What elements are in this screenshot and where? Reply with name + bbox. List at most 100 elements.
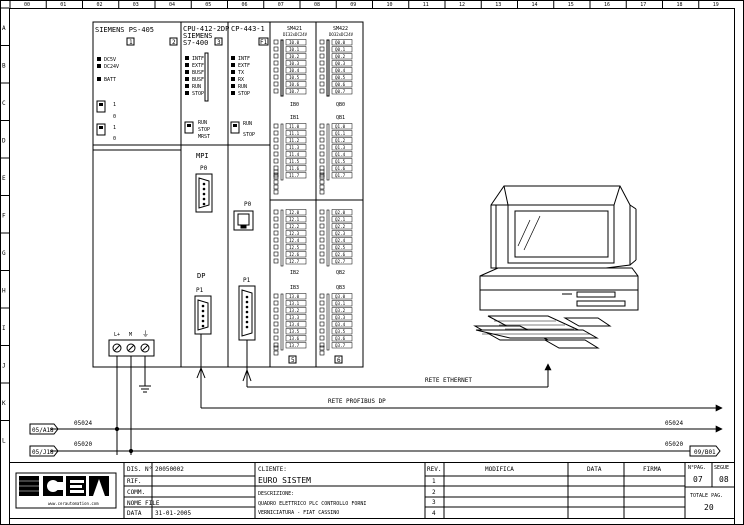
- channel-led: [273, 60, 279, 66]
- mpi-port-connector: [195, 173, 213, 213]
- channel-led: [273, 165, 279, 171]
- led-label: BUSF: [192, 77, 204, 83]
- channel-label-box: [285, 230, 307, 237]
- rev-3: 3: [432, 499, 436, 506]
- channel-label-box: [285, 223, 307, 230]
- io-channel: Q1.6: [335, 166, 346, 171]
- svg-text:RUN: RUN: [243, 121, 252, 127]
- channel-label-box: [331, 60, 353, 67]
- io-channel: I0.2: [289, 54, 300, 59]
- channel-led: [319, 130, 325, 136]
- svg-text:P1: P1: [243, 277, 251, 284]
- svg-text:DIS. N°: DIS. N°: [127, 466, 152, 473]
- channel-led: [319, 335, 325, 341]
- channel-label-box: [331, 172, 353, 179]
- channel-led: [319, 244, 325, 250]
- channel-label-box: [285, 151, 307, 158]
- channel-led: [273, 158, 279, 164]
- cpu-module: CPU-412-2DP SIEMENS S7-400 3 INTFEXTFBUS…: [181, 25, 229, 335]
- status-led: [185, 77, 189, 81]
- channel-led: [319, 321, 325, 327]
- io-channel: Q2.5: [335, 245, 346, 250]
- column-label: 17: [640, 2, 646, 8]
- dp-port-connector: [194, 295, 212, 335]
- channel-label-box: [331, 258, 353, 265]
- io-byte-label: IB3: [290, 285, 299, 291]
- channel-label-box: [331, 158, 353, 165]
- channel-label-box: [285, 130, 307, 137]
- channel-led: [273, 151, 279, 157]
- row-label: I: [2, 325, 6, 332]
- status-led: [231, 84, 235, 88]
- channel-label-box: [285, 321, 307, 328]
- wire-05020-left: 05020: [74, 441, 92, 448]
- io-channel: I2.6: [289, 252, 300, 257]
- led-label: STOP: [238, 91, 250, 97]
- led-label: STOP: [192, 91, 204, 97]
- io-channel: Q3.5: [335, 329, 346, 334]
- channel-label-box: [285, 300, 307, 307]
- channel-label-box: [331, 216, 353, 223]
- channel-label-box: [285, 335, 307, 342]
- channel-label-box: [331, 74, 353, 81]
- io-channel: I1.2: [289, 138, 300, 143]
- channel-led: [319, 144, 325, 150]
- do-title: SM422: [333, 26, 348, 32]
- io-channel: Q1.1: [335, 131, 346, 136]
- channel-label-box: [285, 81, 307, 88]
- svg-text:SEGUE: SEGUE: [714, 465, 729, 471]
- row-label: D: [2, 138, 6, 145]
- description-line1: QUADRO ELETTRICO PLC CONTROLLO FORNI: [258, 501, 366, 507]
- title-block: [9, 462, 735, 519]
- status-led: [231, 70, 235, 74]
- channel-label-box: [285, 328, 307, 335]
- channel-led: [319, 258, 325, 264]
- led-label: RUN: [238, 84, 247, 90]
- power-wires: [29, 423, 723, 457]
- channel-led: [273, 230, 279, 236]
- cpu-title: CPU-412-2DP: [183, 25, 229, 33]
- terminal-earth: ⏚: [142, 330, 149, 338]
- column-label: 19: [713, 2, 719, 8]
- channel-led: [319, 209, 325, 215]
- io-channel: I1.5: [289, 159, 300, 164]
- io-channel: I1.4: [289, 152, 300, 157]
- io-channel: Q0.3: [335, 61, 346, 66]
- wire-ref-a18: 05/A18: [32, 427, 54, 434]
- column-label: 02: [97, 2, 103, 8]
- channel-led: [273, 53, 279, 59]
- channel-label-box: [331, 307, 353, 314]
- led-label: RX: [238, 77, 244, 83]
- io-channel: I3.2: [289, 308, 300, 313]
- channel-led: [319, 165, 325, 171]
- led-label: BUSF: [192, 70, 204, 76]
- io-channel: I1.0: [289, 124, 300, 129]
- status-led: [231, 63, 235, 67]
- channel-led: [273, 81, 279, 87]
- status-led: [185, 84, 189, 88]
- io-byte-label: QB1: [336, 115, 345, 121]
- svg-text:P0: P0: [200, 165, 208, 172]
- svg-text:MRST: MRST: [198, 134, 210, 140]
- io-channel: I3.3: [289, 315, 300, 320]
- column-label: 14: [532, 2, 538, 8]
- io-channel: Q0.1: [335, 47, 346, 52]
- channel-label-box: [331, 314, 353, 321]
- column-label: 09: [350, 2, 356, 8]
- channel-label-box: [285, 123, 307, 130]
- svg-text:MODIFICA: MODIFICA: [485, 466, 514, 473]
- channel-led: [273, 123, 279, 129]
- svg-text:DATA: DATA: [587, 466, 602, 473]
- svg-text:STOP: STOP: [243, 132, 255, 138]
- power-supply-module: SIEMENS PS-405 1 2 DC5V DC24V BATT 10 10…: [93, 26, 181, 455]
- channel-led: [273, 88, 279, 94]
- channel-label-box: [331, 130, 353, 137]
- io-channel: I2.5: [289, 245, 300, 250]
- channel-label-box: [285, 258, 307, 265]
- channel-led: [319, 314, 325, 320]
- column-label: 00: [24, 2, 30, 8]
- description-line2: VERNICIATURA - FIAT CASSINO: [258, 510, 339, 516]
- drawing-number: 20050002: [155, 466, 184, 473]
- io-channel: I3.7: [289, 343, 300, 348]
- channel-led: [273, 137, 279, 143]
